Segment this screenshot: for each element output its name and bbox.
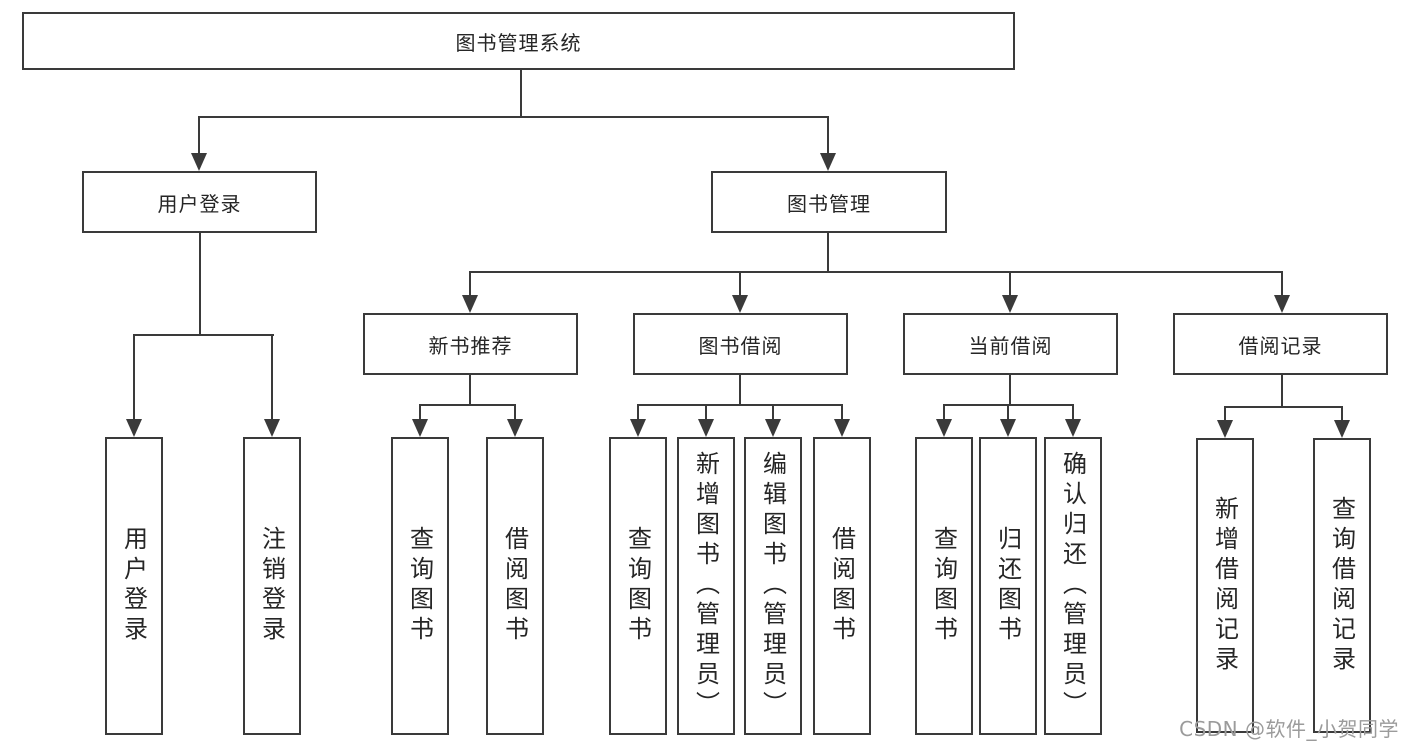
arrowhead-down-icon [191, 153, 207, 171]
connector-arrow-stem [1007, 405, 1009, 423]
arrowhead-down-icon [1274, 295, 1290, 313]
node-label: 图书借阅 [698, 333, 783, 358]
connector-arrow-stem [739, 272, 741, 299]
arrowhead-down-icon [264, 419, 280, 437]
node-label: 新书推荐 [428, 333, 513, 358]
connector-arrow-stem [1341, 407, 1343, 424]
node-label: 注销登录 [257, 526, 286, 646]
node-label: 查询图书 [929, 526, 958, 646]
node-label: 新增借阅记录 [1210, 495, 1239, 676]
node-label: 用户登录 [119, 526, 148, 646]
node-label: 查询借阅记录 [1327, 495, 1356, 676]
leaf-borrow-books-recommend: 借阅图书 [486, 437, 544, 735]
node-label: 查询图书 [623, 526, 652, 646]
node-new-book-recommend: 新书推荐 [363, 313, 578, 375]
leaf-query-books-borrow: 查询图书 [609, 437, 667, 735]
node-label: 图书管理系统 [455, 30, 582, 55]
leaf-user-login: 用户登录 [105, 437, 163, 735]
node-label: 当前借阅 [968, 333, 1053, 358]
connector-vline [1009, 375, 1011, 406]
connector-arrow-stem [271, 335, 273, 423]
leaf-add-borrow-record: 新增借阅记录 [1196, 438, 1254, 733]
watermark: CSDN @软件_小贺同学 [1179, 717, 1399, 741]
arrowhead-down-icon [462, 295, 478, 313]
leaf-borrow-books: 借阅图书 [813, 437, 871, 735]
node-book-borrow: 图书借阅 [633, 313, 848, 375]
connector-hline [637, 404, 843, 406]
connector-arrow-stem [133, 335, 135, 423]
connector-vline [520, 70, 522, 118]
connector-arrow-stem [198, 117, 200, 157]
connector-arrow-stem [841, 405, 843, 423]
arrowhead-down-icon [630, 419, 646, 437]
leaf-logout: 注销登录 [243, 437, 301, 735]
connector-arrow-stem [1009, 272, 1011, 299]
connector-arrow-stem [827, 117, 829, 157]
node-label: 确认归还（管理员） [1058, 451, 1087, 721]
node-user-login: 用户登录 [82, 171, 317, 233]
arrowhead-down-icon [1002, 295, 1018, 313]
arrowhead-down-icon [1334, 420, 1350, 438]
node-borrow-records: 借阅记录 [1173, 313, 1388, 375]
arrowhead-down-icon [126, 419, 142, 437]
connector-vline [199, 233, 201, 336]
node-current-borrow: 当前借阅 [903, 313, 1118, 375]
node-book-management: 图书管理 [711, 171, 947, 233]
connector-arrow-stem [772, 405, 774, 423]
node-label: 归还图书 [993, 526, 1022, 646]
leaf-edit-books-admin: 编辑图书（管理员） [744, 437, 802, 735]
arrowhead-down-icon [698, 419, 714, 437]
node-library-management-system: 图书管理系统 [22, 12, 1015, 70]
leaf-return-books: 归还图书 [979, 437, 1037, 735]
connector-arrow-stem [469, 272, 471, 299]
leaf-add-books-admin: 新增图书（管理员） [677, 437, 735, 735]
node-label: 借阅图书 [500, 526, 529, 646]
connector-arrow-stem [1224, 407, 1226, 424]
leaf-confirm-return-admin: 确认归还（管理员） [1044, 437, 1102, 735]
arrowhead-down-icon [412, 419, 428, 437]
arrowhead-down-icon [820, 153, 836, 171]
connector-vline [469, 375, 471, 406]
connector-arrow-stem [943, 405, 945, 423]
connector-vline [827, 233, 829, 273]
node-label: 图书管理 [787, 191, 871, 216]
connector-hline [133, 334, 274, 336]
connector-arrow-stem [705, 405, 707, 423]
connector-hline [1224, 406, 1343, 408]
connector-vline [1281, 375, 1283, 408]
connector-arrow-stem [419, 405, 421, 423]
connector-arrow-stem [1072, 405, 1074, 423]
connector-vline [739, 375, 741, 406]
node-label: 新增图书（管理员） [691, 451, 720, 721]
connector-hline [198, 116, 829, 118]
arrowhead-down-icon [1000, 419, 1016, 437]
node-label: 用户登录 [157, 191, 242, 216]
connector-hline [419, 404, 516, 406]
connector-hline [469, 271, 1283, 273]
arrowhead-down-icon [507, 419, 523, 437]
arrowhead-down-icon [834, 419, 850, 437]
arrowhead-down-icon [936, 419, 952, 437]
node-label: 查询图书 [405, 526, 434, 646]
node-label: 借阅图书 [827, 526, 856, 646]
connector-arrow-stem [637, 405, 639, 423]
connector-arrow-stem [1281, 272, 1283, 299]
leaf-query-books-recommend: 查询图书 [391, 437, 449, 735]
leaf-query-books-current: 查询图书 [915, 437, 973, 735]
arrowhead-down-icon [1217, 420, 1233, 438]
arrowhead-down-icon [1065, 419, 1081, 437]
leaf-query-borrow-record: 查询借阅记录 [1313, 438, 1371, 733]
arrowhead-down-icon [765, 419, 781, 437]
node-label: 借阅记录 [1238, 333, 1323, 358]
node-label: 编辑图书（管理员） [758, 451, 787, 721]
arrowhead-down-icon [732, 295, 748, 313]
connector-arrow-stem [514, 405, 516, 423]
